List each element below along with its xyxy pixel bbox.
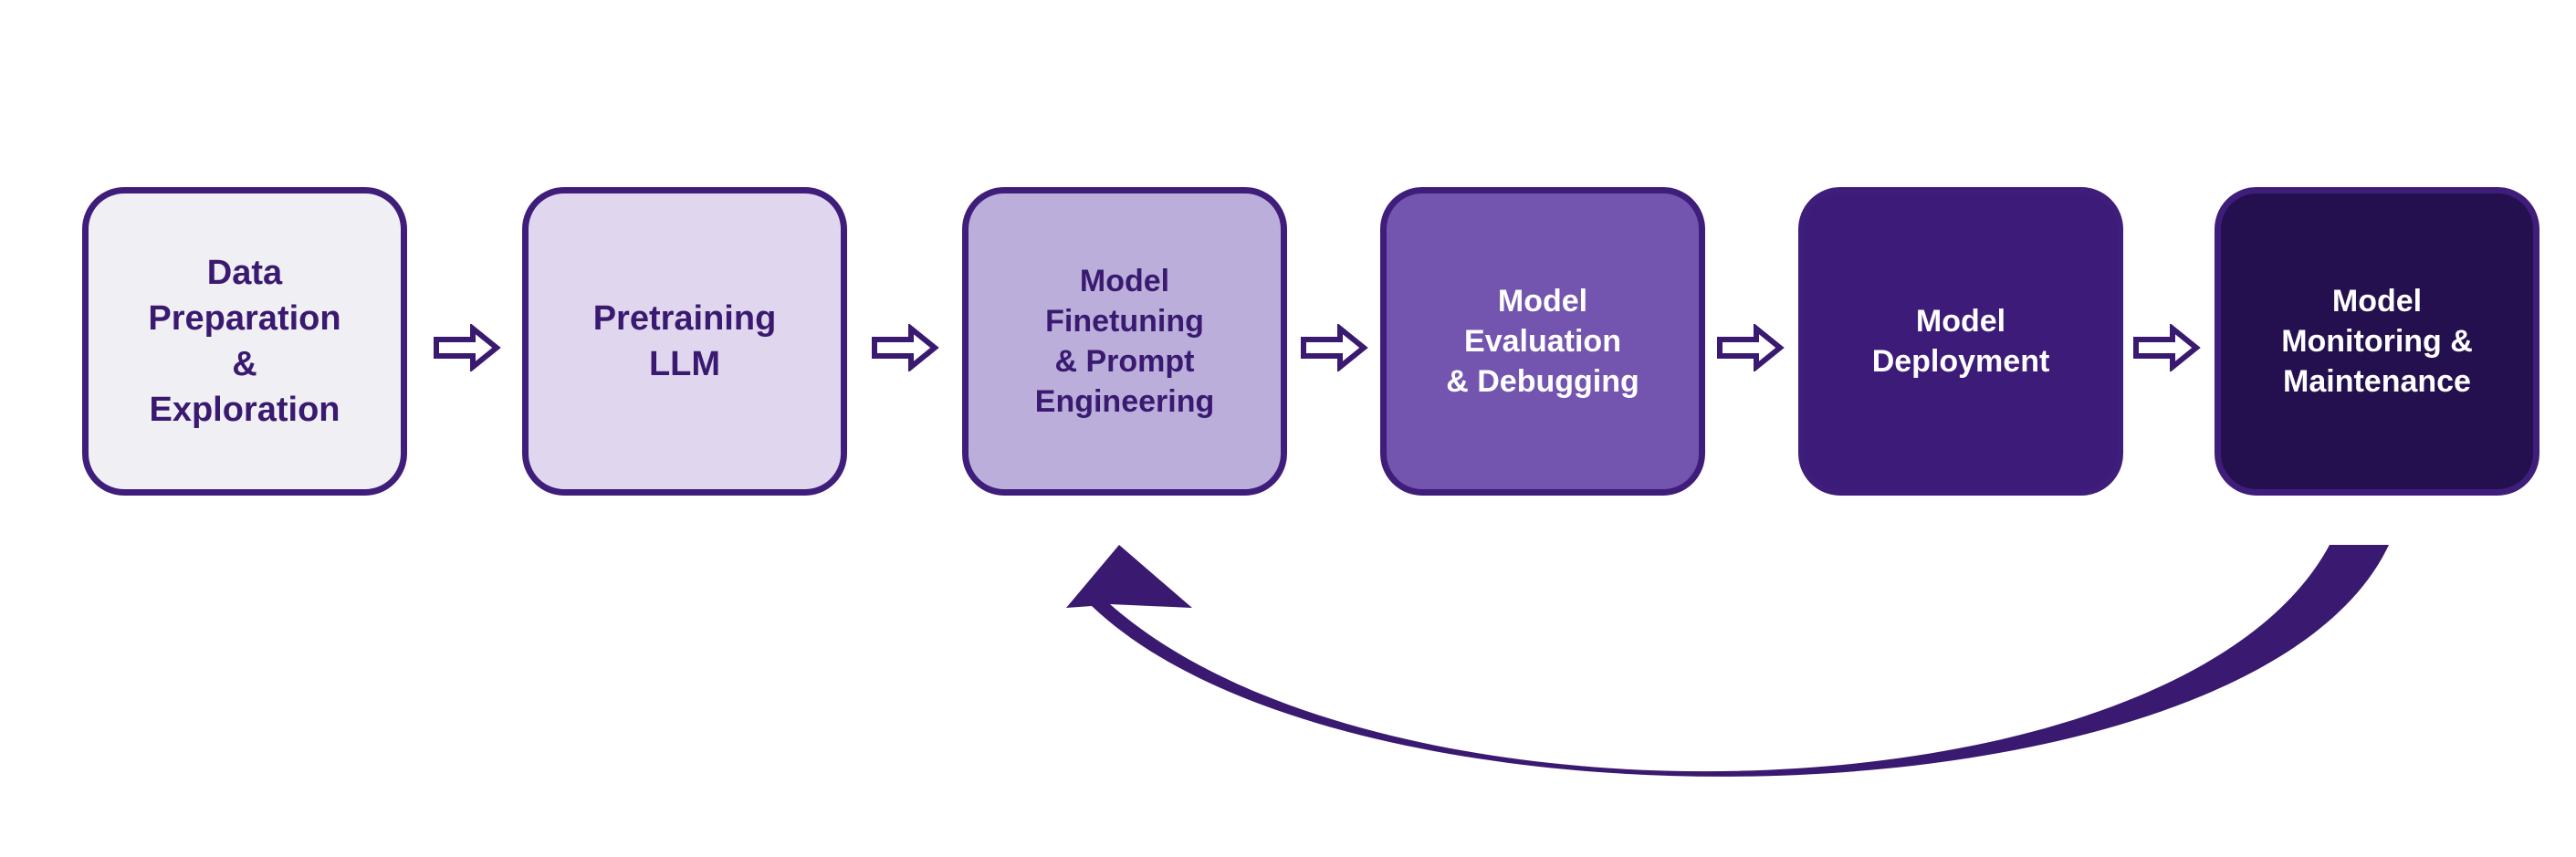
stage-label: Model Deployment xyxy=(1871,304,2050,379)
stage-evaluation: Model Evaluation & Debugging xyxy=(1380,187,1705,496)
step-arrow-icon xyxy=(433,322,502,373)
step-arrow-icon xyxy=(1300,322,1369,373)
stage-deployment: Model Deployment xyxy=(1798,187,2123,496)
stage-data-preparation: Data Preparation & Exploration xyxy=(82,187,407,496)
stage-label: Data Preparation & Exploration xyxy=(148,254,341,429)
stage-label: Model Monitoring & Maintenance xyxy=(2281,284,2473,399)
stage-label: Model Finetuning & Prompt Engineering xyxy=(1034,264,1215,419)
step-arrow-icon xyxy=(2132,322,2202,373)
stage-finetuning: Model Finetuning & Prompt Engineering xyxy=(962,187,1287,496)
step-arrow-icon xyxy=(1716,322,1785,373)
stage-pretraining: Pretraining LLM xyxy=(522,187,847,496)
stage-label: Pretraining LLM xyxy=(592,299,777,383)
step-arrow-icon xyxy=(871,322,940,373)
stage-monitoring: Model Monitoring & Maintenance xyxy=(2215,187,2539,496)
stage-label: Model Evaluation & Debugging xyxy=(1446,284,1639,399)
